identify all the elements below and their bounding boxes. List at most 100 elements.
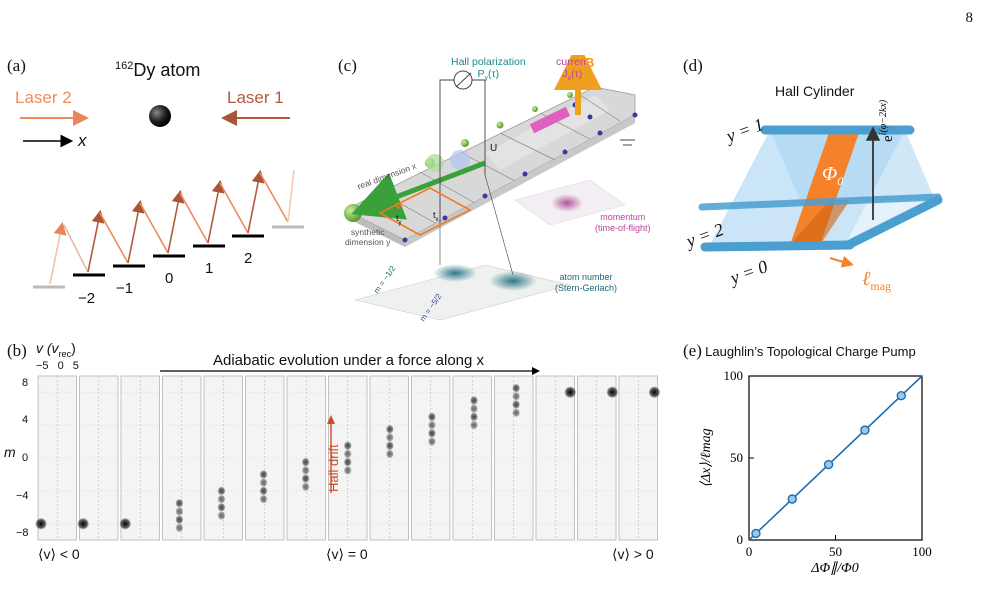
cylinder-face-right — [770, 130, 935, 200]
panel-e-title: Laughlin’s Topological Charge Pump — [705, 344, 916, 359]
atom-cloud — [217, 511, 226, 521]
lmag-arrow — [829, 255, 854, 268]
phi-label: φ — [395, 200, 402, 211]
panel-e-header: (e) Laughlin’s Topological Charge Pump — [683, 341, 916, 361]
hall-polarization-text: Hall polarization — [451, 56, 526, 68]
data-point — [751, 528, 761, 539]
atom-cloud — [175, 498, 184, 508]
atom-cloud — [512, 400, 521, 410]
laser2-label: Laser 2 — [15, 88, 72, 107]
atom-cloud — [427, 412, 436, 422]
y-tick-label: 100 — [724, 368, 744, 383]
current-text: current — [556, 56, 589, 68]
atom-cloud — [217, 502, 226, 512]
energy-levels — [33, 225, 304, 289]
x-axis-label: x — [78, 131, 87, 150]
evolution-arrow — [160, 367, 540, 375]
hall-cylinder-title: Hall Cylinder — [775, 83, 855, 99]
y-tick-label: 0 — [737, 532, 744, 547]
u-label: U — [490, 143, 498, 154]
level-label-0: 0 — [165, 270, 174, 287]
rod-y2 — [698, 193, 942, 211]
hall-polarization-label: Hall polarization Py(τ) — [451, 56, 526, 85]
hall-drift-arrow — [327, 415, 335, 493]
hall-polarization-symbol: Py(τ) — [477, 68, 500, 83]
atom-cloud — [301, 482, 310, 492]
b-field-label: B — [585, 55, 595, 70]
flux-label: Φ0 — [822, 163, 844, 188]
level-label-m2: −2 — [78, 290, 96, 307]
tx-label: tx — [433, 210, 439, 223]
atom-cloud — [385, 424, 394, 434]
x-axis-label: ΔΦ∥/Φ0 — [810, 561, 858, 576]
atom-cloud — [35, 517, 48, 530]
atom-cloud — [301, 474, 310, 484]
level-label-2: 2 — [244, 250, 253, 267]
atom-cloud — [175, 523, 184, 533]
atom-cloud — [512, 391, 521, 401]
atom-cloud — [470, 412, 479, 422]
atom-cloud — [77, 517, 90, 530]
x-tick-label: 100 — [912, 544, 932, 559]
page-number: 8 — [965, 10, 974, 26]
v-ticks: −5 0 5 — [36, 360, 79, 372]
raman-transitions — [49, 169, 295, 285]
atom-cloud — [343, 465, 352, 475]
atom-cloud — [175, 515, 184, 525]
atom-cloud — [606, 386, 619, 399]
m-tick-4: 4 — [22, 414, 29, 426]
panel-a-label: (a) — [7, 56, 26, 75]
dy-atom-sphere — [149, 105, 171, 127]
panel-c-label: (c) — [338, 56, 357, 75]
plaquette — [378, 187, 472, 236]
atom-cloud — [343, 441, 352, 451]
atom-cloud — [385, 432, 394, 442]
current-arrow — [529, 106, 571, 134]
v-zero-label: ⟨v⟩ = 0 — [326, 546, 368, 562]
linear-fit-line — [748, 375, 923, 541]
atom-cloud — [512, 383, 521, 393]
atom-cloud — [259, 469, 268, 479]
atom-cloud — [385, 449, 394, 459]
panel-d-label: (d) — [683, 56, 703, 75]
panel-a-drawing — [20, 105, 304, 289]
atom-title: 162Dy atom — [115, 60, 200, 81]
m-tick-8: 8 — [22, 377, 29, 389]
data-point — [896, 390, 906, 401]
current-label: current Jx(τ) — [556, 56, 589, 85]
atom-cloud — [217, 494, 226, 504]
panel-b-label: (b) — [7, 341, 27, 360]
time-of-flight-frames — [35, 375, 661, 541]
atom-cloud — [470, 404, 479, 414]
atom-cloud — [427, 428, 436, 438]
x-tick-label: 0 — [746, 544, 753, 559]
m-tick-m8: −8 — [16, 527, 29, 539]
laser1-label: Laser 1 — [227, 88, 284, 107]
v-negative-label: ⟨v⟩ < 0 — [38, 546, 80, 562]
lattice-sites — [402, 102, 638, 243]
momentum-label: momentum(time-of-flight) — [595, 212, 651, 233]
data-point — [787, 494, 797, 504]
level-label-m1: −1 — [116, 280, 134, 297]
hall-response-arrow — [351, 160, 486, 220]
m-axis-label: m — [4, 444, 16, 460]
atom-mass: 162 — [115, 60, 134, 72]
ty-label: ty — [396, 213, 402, 226]
current-symbol: Jx(τ) — [562, 68, 583, 83]
lmag-label: ℓmag — [862, 268, 892, 293]
atom-cloud — [343, 457, 352, 467]
atom-cloud — [564, 386, 577, 399]
atom-number-label: atom number(Stern-Gerlach) — [555, 272, 618, 293]
atom-cloud — [301, 465, 310, 475]
panel-e-label: (e) — [683, 341, 702, 360]
flux-stripe — [790, 130, 860, 245]
evolution-title: Adiabatic evolution under a force along … — [213, 352, 485, 369]
atom-cloud — [512, 408, 521, 418]
atom-cloud — [301, 457, 310, 467]
y-tick-label: 50 — [730, 450, 743, 465]
data-point — [823, 459, 834, 470]
atom-cloud — [217, 486, 226, 496]
atom-cloud — [259, 478, 268, 488]
